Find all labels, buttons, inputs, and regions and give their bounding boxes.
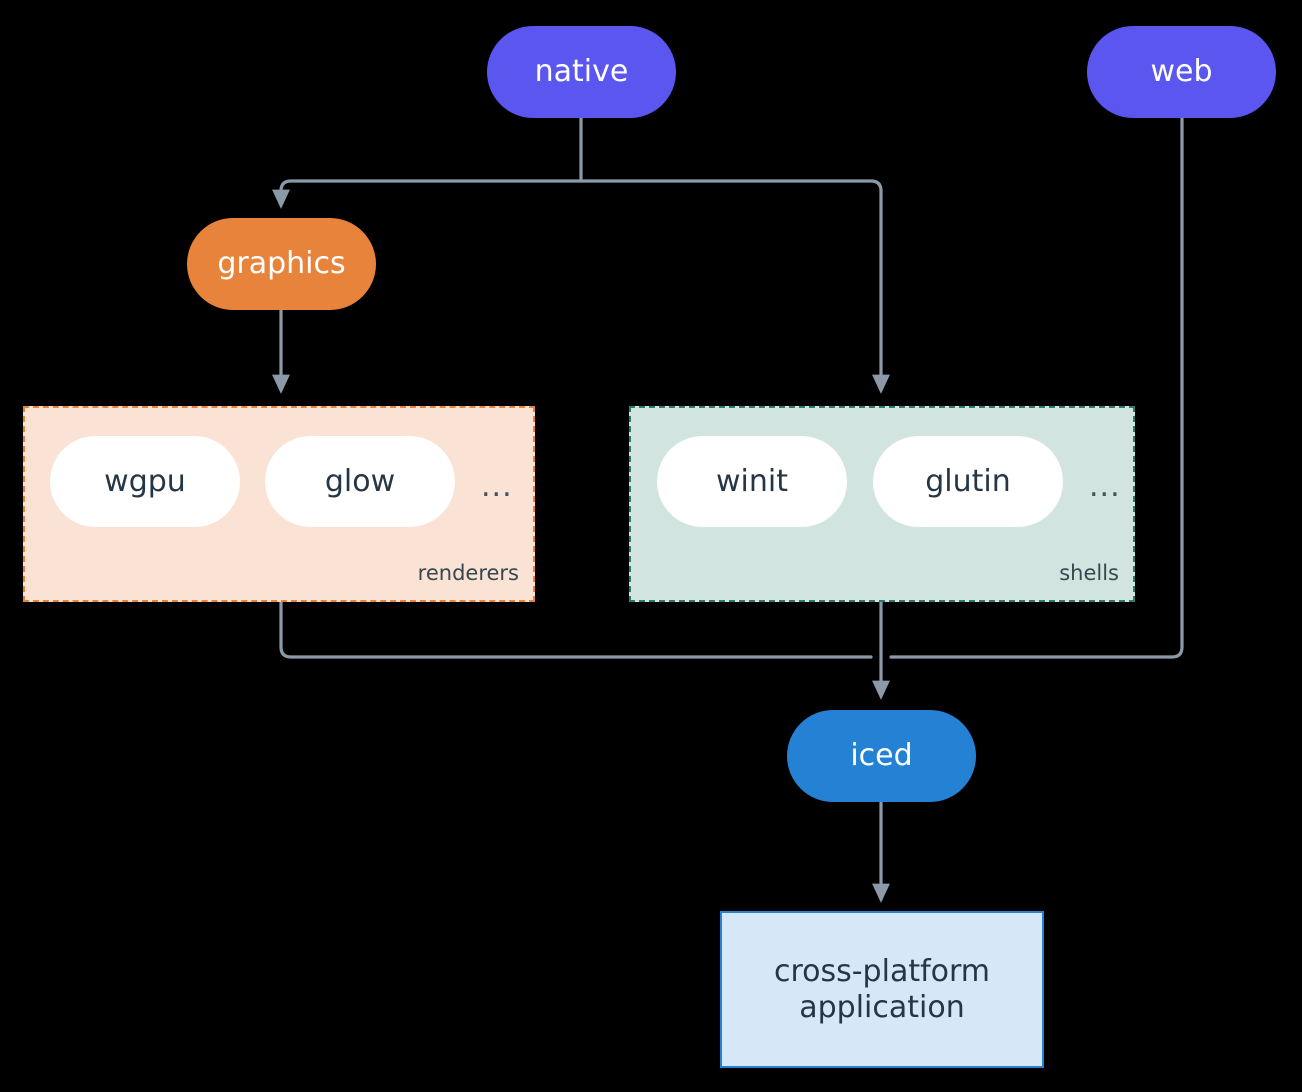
node-glow-label: glow (324, 464, 396, 499)
node-graphics-label: graphics (217, 246, 346, 282)
node-iced-label: iced (850, 738, 913, 774)
application-label-line1: cross-platform (773, 954, 991, 990)
node-winit-label: winit (716, 464, 788, 499)
node-native[interactable]: native (487, 26, 676, 118)
node-winit[interactable]: winit (657, 436, 847, 527)
node-application[interactable]: cross-platform application (720, 911, 1044, 1068)
node-glutin-label: glutin (925, 464, 1011, 499)
edge-native-to-shells (579, 179, 890, 394)
application-label-line2: application (799, 989, 965, 1025)
node-wgpu-label: wgpu (104, 464, 186, 499)
node-wgpu[interactable]: wgpu (50, 436, 240, 527)
edge-renderers-to-iced (279, 600, 873, 659)
node-iced[interactable]: iced (787, 710, 976, 802)
group-shells-label: shells (1059, 561, 1119, 585)
renderers-more-indicator: ... (481, 469, 513, 504)
node-native-label: native (534, 54, 629, 90)
shells-more-indicator: ... (1089, 469, 1121, 504)
node-glutin[interactable]: glutin (873, 436, 1063, 527)
node-web-label: web (1150, 54, 1213, 90)
group-renderers-label: renderers (417, 561, 519, 585)
node-web[interactable]: web (1087, 26, 1276, 118)
group-renderers: wgpu glow ... renderers (23, 406, 535, 602)
group-shells: winit glutin ... shells (629, 406, 1135, 602)
edge-native-to-graphics (272, 179, 583, 209)
node-glow[interactable]: glow (265, 436, 455, 527)
node-graphics[interactable]: graphics (187, 218, 376, 310)
